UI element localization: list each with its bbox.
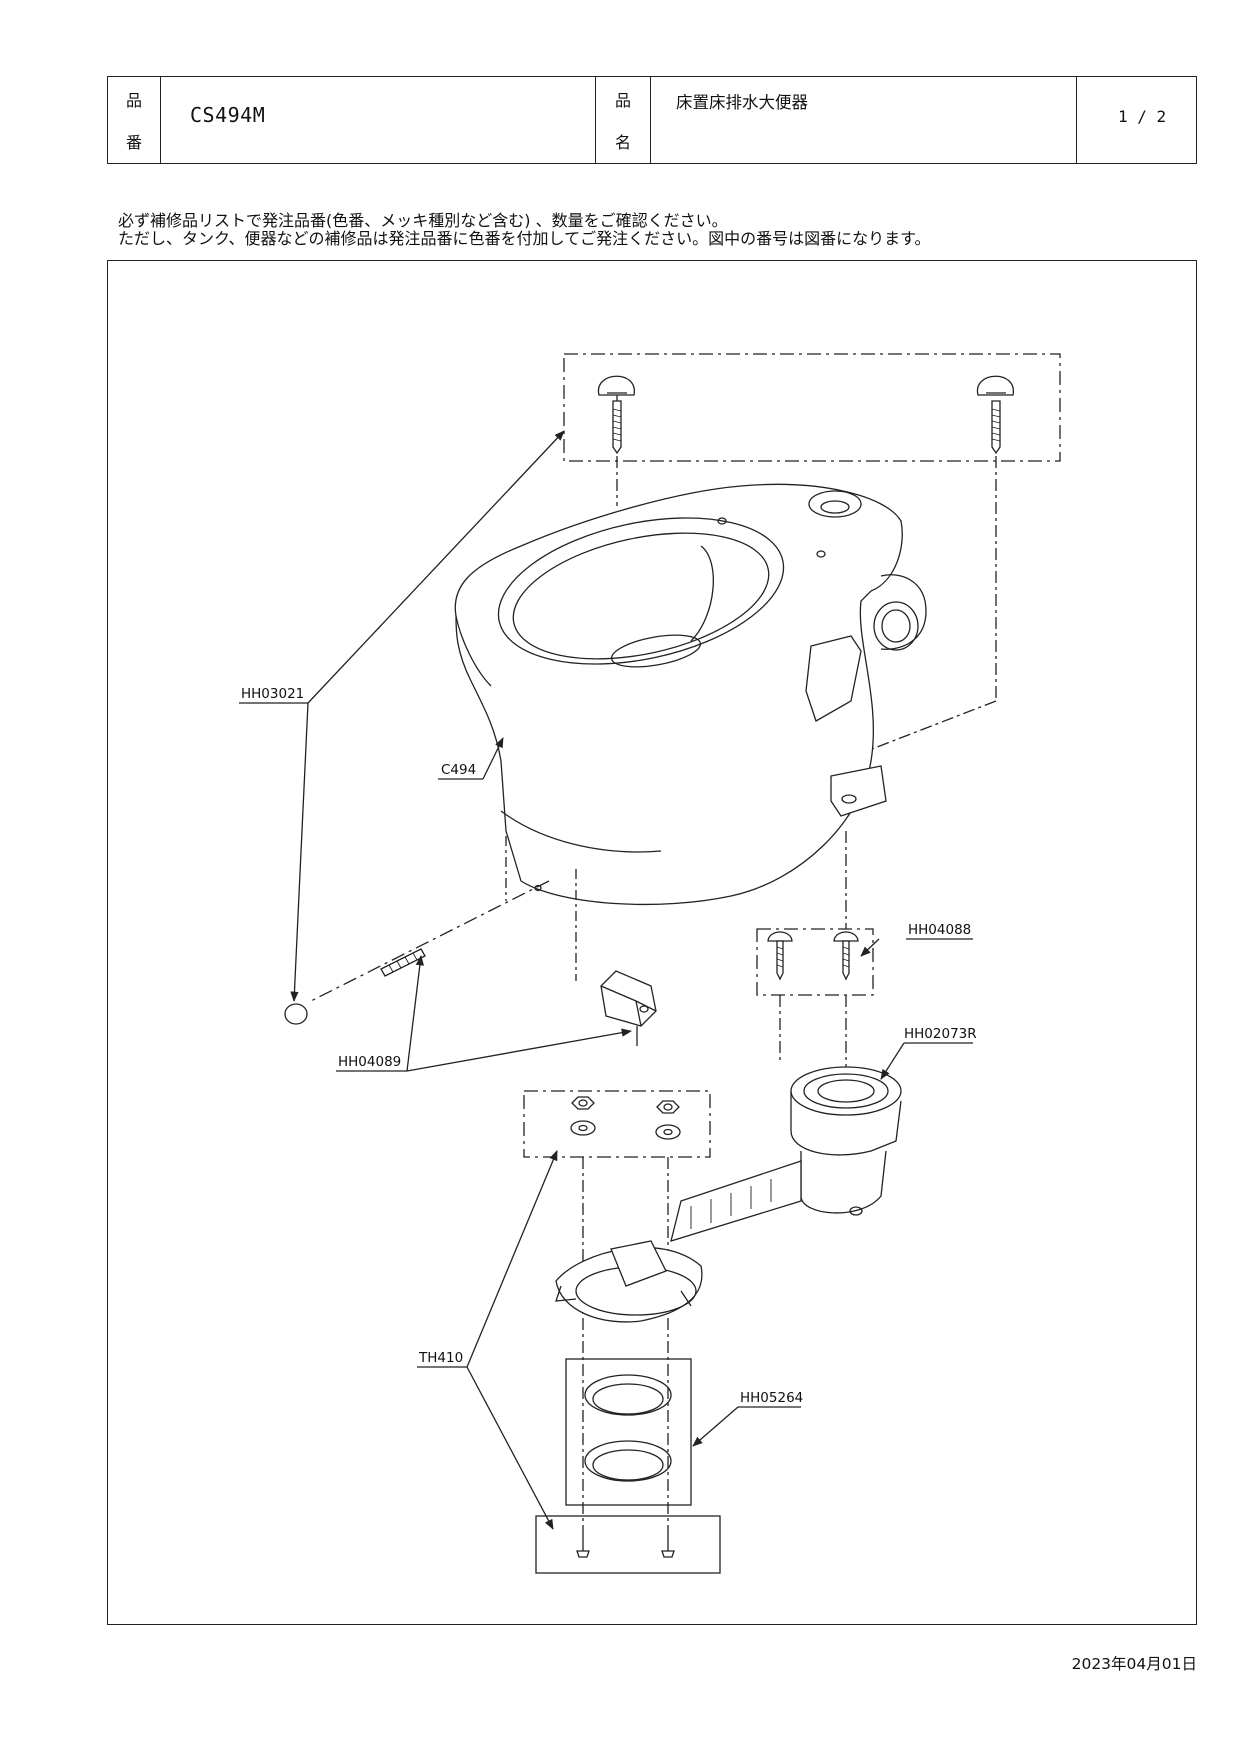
divider: [650, 77, 651, 163]
page-indicator: 1 / 2: [1118, 107, 1167, 126]
divider: [1076, 77, 1077, 163]
bolt-left: [598, 375, 635, 455]
issue-date: 2023年04月01日: [1071, 1655, 1197, 1673]
note-line-1: 必ず補修品リストで発注品番(色番、メッキ種別など含む) 、数量をご確認ください。: [118, 211, 728, 230]
diagram-frame: HH03021 C494 HH04088 HH02073R HH04089 TH…: [107, 260, 1197, 1625]
divider: [160, 77, 161, 163]
part-number: CS494M: [190, 103, 266, 127]
note-line-2: ただし、タンク、便器などの補修品は発注品番に色番を付加してご発注ください。図中の…: [118, 229, 931, 248]
callout-hh03021: HH03021: [241, 686, 304, 702]
callout-hh02073r: HH02073R: [904, 1026, 977, 1042]
hh04089-side-bolt: [284, 880, 550, 1025]
callout-th410: TH410: [418, 1350, 463, 1366]
part-no-label-1: 品: [125, 91, 142, 110]
hh03021-group: [563, 353, 1061, 462]
leader-lines: [290, 430, 905, 1530]
product-name-label-2: 名: [614, 133, 631, 152]
callout-hh04088: HH04088: [908, 922, 971, 938]
bracket: [600, 970, 657, 1046]
th410-screw-box: [535, 1515, 721, 1574]
hh04088-group: [756, 928, 874, 996]
toilet-bowl-c494: [454, 483, 927, 981]
header-table: 品 番 CS494M 品 名 床置床排水大便器 1 / 2: [107, 76, 1197, 164]
callout-hh05264: HH05264: [740, 1390, 803, 1406]
th410-nut-box: [523, 1090, 711, 1158]
exploded-view-diagram: HH03021 C494 HH04088 HH02073R HH04089 TH…: [239, 353, 1061, 1574]
callout-c494: C494: [441, 762, 476, 778]
divider: [595, 77, 596, 163]
callout-hh04089: HH04089: [338, 1054, 401, 1070]
bolt-right: [977, 375, 1014, 455]
part-no-label-2: 番: [125, 133, 142, 152]
product-name: 床置床排水大便器: [676, 93, 808, 112]
hh05264-gasket-box: [565, 1358, 692, 1506]
product-name-label-1: 品: [614, 91, 631, 110]
flange-adapter: [555, 1240, 703, 1323]
hh02073r-drain: [670, 1066, 902, 1242]
